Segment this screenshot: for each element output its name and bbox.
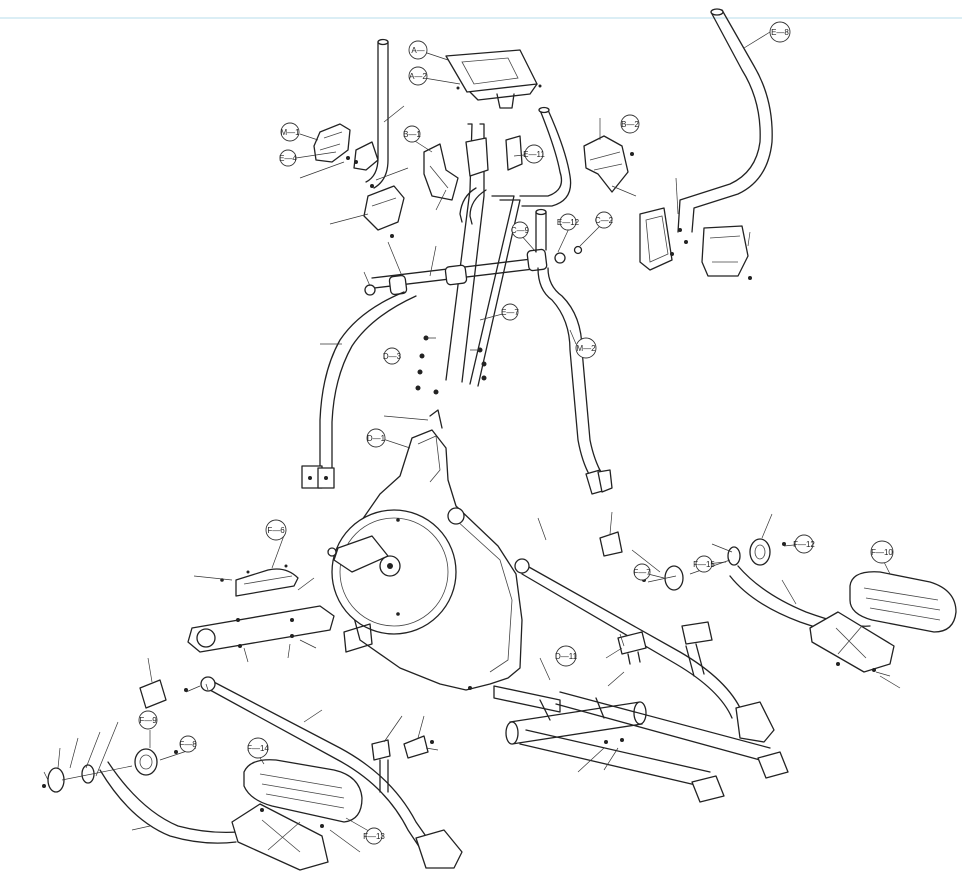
callout-c-2-text: C—2 — [595, 216, 614, 225]
callout-b-2-text: B—2 — [621, 120, 639, 129]
right-lower-arm — [537, 267, 613, 495]
callout-f-7-text: F—7 — [633, 568, 651, 577]
callout-f-7: F—7 — [633, 563, 651, 581]
callout-f-8-text: F—8 — [179, 740, 197, 749]
callout-m-1-text: M—1 — [280, 128, 300, 137]
callout-b-1-text: B—1 — [403, 130, 421, 139]
callout-f-10: F—10 — [870, 540, 894, 564]
callout-c-2: C—2 — [595, 211, 614, 229]
callout-d-1: D—1 — [366, 428, 386, 448]
callout-d-1-text: D—1 — [367, 434, 386, 443]
front-stabilizer — [505, 691, 789, 803]
callout-e-11: E—11 — [523, 144, 545, 164]
callout-f-6-text: F—6 — [267, 526, 285, 535]
callout-f-10-text: F—10 — [871, 548, 893, 557]
callout-f-14: F—14 — [247, 737, 269, 759]
callout-e-7-text: E—7 — [501, 308, 519, 317]
callout-f-15: F—15 — [693, 555, 715, 573]
left-roller-stack — [42, 679, 434, 793]
callout-a: A— — [408, 40, 428, 60]
callout-e-12: E—12 — [557, 213, 580, 231]
callout-e-4: E—4 — [279, 149, 297, 167]
pivot-axle — [364, 208, 583, 296]
callout-d-11: D—11 — [555, 645, 578, 667]
callout-a-2: A—2 — [408, 66, 428, 86]
callout-e-7: E—7 — [501, 303, 519, 321]
callout-a-2-text: A—2 — [409, 72, 427, 81]
callout-f-13: F—13 — [363, 827, 385, 845]
callout-m-1: M—1 — [280, 122, 300, 142]
callout-b-2: B—2 — [620, 114, 640, 134]
callout-f-14-text: F—14 — [247, 744, 269, 753]
callout-f-12: F—12 — [793, 534, 815, 554]
callout-c-9-text: C—9 — [511, 226, 530, 235]
left-lower-arm — [301, 291, 417, 489]
callout-a-text: A— — [411, 46, 424, 55]
right-upper-handlebar — [677, 8, 773, 233]
callout-f-9: F—9 — [138, 710, 158, 730]
right-pedal — [809, 571, 957, 673]
callout-e-4-text: E—4 — [279, 154, 297, 163]
callout-e-8: E—8 — [769, 21, 791, 43]
right-foot-rail — [514, 531, 871, 743]
callout-e-8-text: E—8 — [771, 28, 789, 37]
left-crank-arm — [187, 564, 335, 653]
callout-d-3-text: D—3 — [383, 352, 402, 361]
center-mast — [445, 106, 572, 387]
callout-c-9: C—9 — [511, 221, 530, 239]
left-grip-covers — [313, 123, 459, 238]
callout-f-15-text: F—15 — [693, 560, 715, 569]
mast-bolts — [415, 335, 487, 395]
callout-m-2: M—2 — [575, 337, 597, 359]
callout-e-11-text: E—11 — [523, 150, 545, 159]
callout-f-6: F—6 — [265, 519, 287, 541]
callout-f-9-text: F—9 — [139, 716, 157, 725]
callout-d-3: D—3 — [383, 347, 402, 365]
console — [445, 49, 542, 109]
right-handle-cover — [583, 135, 634, 193]
callout-d-11-text: D—11 — [555, 652, 578, 661]
callout-b-1: B—1 — [403, 125, 421, 143]
callout-f-12-text: F—12 — [793, 540, 815, 549]
callout-f-13-text: F—13 — [363, 832, 385, 841]
leader-lines — [43, 31, 901, 853]
callout-f-8: F—8 — [179, 735, 197, 753]
right-roller-stack — [617, 538, 786, 665]
callout-m-2-text: M—2 — [576, 344, 596, 353]
callout-e-12-text: E—12 — [557, 218, 580, 227]
right-handle-clamp — [639, 207, 752, 280]
main-frame — [327, 409, 561, 713]
left-pedal — [231, 759, 363, 871]
